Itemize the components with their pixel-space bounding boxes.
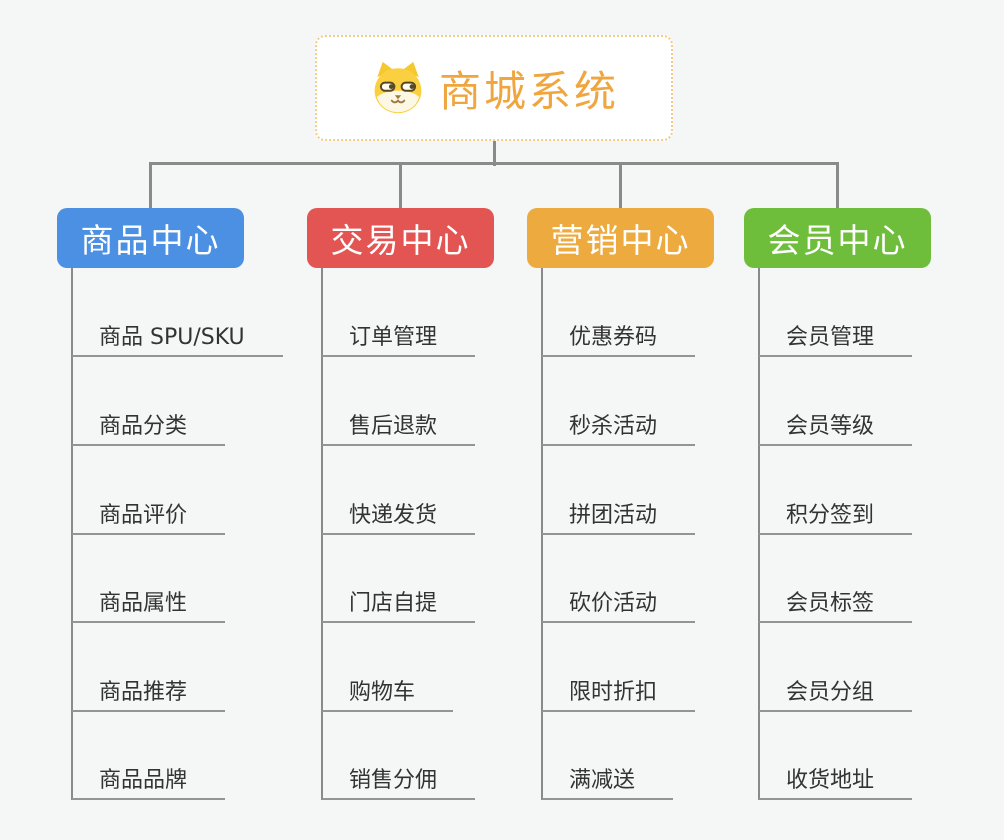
leaf-node[interactable]: 商品 SPU/SKU <box>72 320 283 357</box>
leaf-node[interactable]: 拼团活动 <box>542 498 696 535</box>
branch-node[interactable]: 交易中心 <box>307 208 494 268</box>
leaf-node[interactable]: 商品评价 <box>72 498 226 535</box>
leaf-node[interactable]: 订单管理 <box>322 320 476 357</box>
leaf-node[interactable]: 砍价活动 <box>542 586 696 623</box>
branch-node[interactable]: 营销中心 <box>527 208 714 268</box>
leaf-node[interactable]: 收货地址 <box>759 763 913 800</box>
leaf-node[interactable]: 秒杀活动 <box>542 409 696 446</box>
leaf-node[interactable]: 优惠券码 <box>542 320 696 357</box>
leaf-node[interactable]: 商品分类 <box>72 409 226 446</box>
root-node[interactable]: 商城系统 <box>315 35 673 141</box>
leaf-node[interactable]: 满减送 <box>542 763 674 800</box>
leaf-node[interactable]: 会员等级 <box>759 409 913 446</box>
leaf-node[interactable]: 会员管理 <box>759 320 913 357</box>
leaf-node[interactable]: 门店自提 <box>322 586 476 623</box>
leaf-node[interactable]: 商品品牌 <box>72 763 226 800</box>
leaf-node[interactable]: 售后退款 <box>322 409 476 446</box>
connector-branch-drop <box>149 162 152 208</box>
dog-face-icon <box>374 61 422 114</box>
connector-rail <box>149 162 839 165</box>
leaf-node[interactable]: 快递发货 <box>322 498 476 535</box>
connector-branch-drop <box>399 162 402 208</box>
leaf-node[interactable]: 积分签到 <box>759 498 913 535</box>
leaf-node[interactable]: 限时折扣 <box>542 675 696 712</box>
connector-branch-drop <box>836 162 839 208</box>
root-title: 商城系统 <box>438 66 619 116</box>
leaf-node[interactable]: 会员标签 <box>759 586 913 623</box>
leaf-node[interactable]: 会员分组 <box>759 675 913 712</box>
leaf-node[interactable]: 商品推荐 <box>72 675 226 712</box>
leaf-node[interactable]: 购物车 <box>322 675 454 712</box>
connector-branch-drop <box>619 162 622 208</box>
leaf-node[interactable]: 销售分佣 <box>322 763 476 800</box>
branch-node[interactable]: 商品中心 <box>57 208 244 268</box>
branch-node[interactable]: 会员中心 <box>744 208 931 268</box>
leaf-node[interactable]: 商品属性 <box>72 586 226 623</box>
connector-root-stub <box>493 141 496 166</box>
